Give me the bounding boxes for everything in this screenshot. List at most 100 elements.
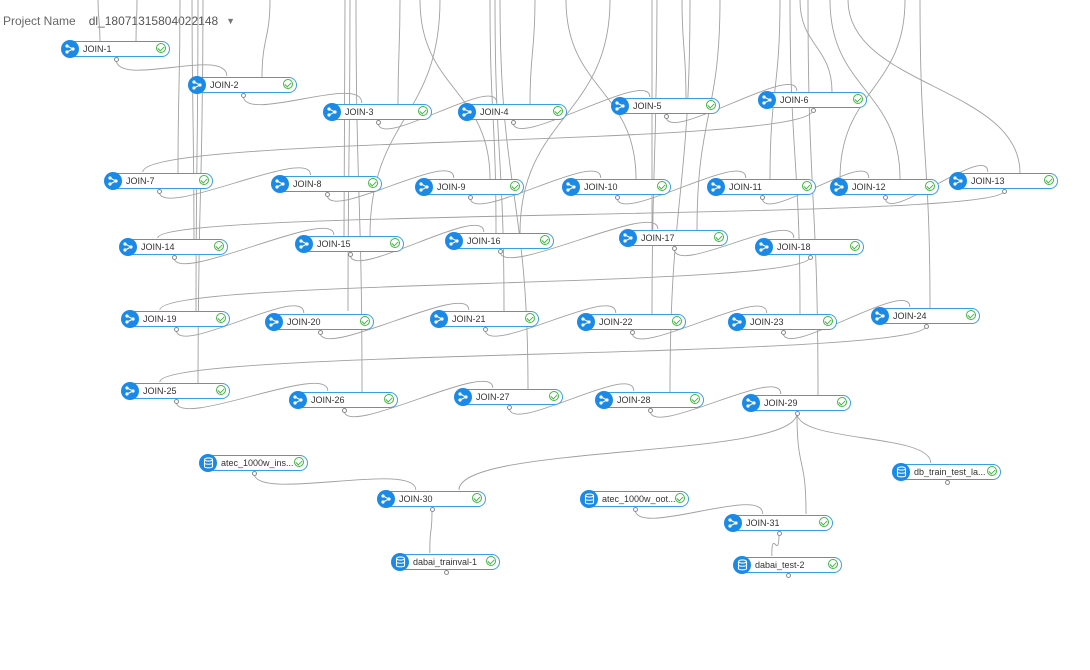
project-name-label: Project Name	[3, 14, 76, 28]
output-port[interactable]	[157, 189, 162, 194]
node-dabai-test-2[interactable]: dabai_test-2	[733, 556, 842, 578]
output-port[interactable]	[1002, 189, 1007, 194]
output-port[interactable]	[252, 471, 257, 476]
output-port[interactable]	[468, 195, 473, 200]
node-join-27[interactable]: JOIN-27	[454, 388, 563, 410]
output-port[interactable]	[760, 195, 765, 200]
output-port[interactable]	[883, 195, 888, 200]
output-port[interactable]	[430, 507, 435, 512]
node-join-28[interactable]: JOIN-28	[595, 391, 704, 413]
check-circle-icon	[156, 43, 166, 53]
join-component-icon	[758, 91, 776, 109]
output-port[interactable]	[348, 252, 353, 257]
node-label: JOIN-11	[729, 182, 762, 192]
output-port[interactable]	[507, 405, 512, 410]
node-join-3[interactable]: JOIN-3	[323, 103, 432, 125]
output-port[interactable]	[648, 408, 653, 413]
node-join-2[interactable]: JOIN-2	[188, 76, 297, 98]
edge-incoming-24	[769, 0, 781, 180]
node-atec-1000w-oot[interactable]: atec_1000w_oot...	[580, 490, 689, 512]
output-port[interactable]	[781, 330, 786, 335]
node-join-25[interactable]: JOIN-25	[121, 382, 230, 404]
output-port[interactable]	[795, 411, 800, 416]
join-component-icon	[323, 103, 341, 121]
output-port[interactable]	[325, 192, 330, 197]
node-join-15[interactable]: JOIN-15	[295, 235, 404, 257]
caret-down-icon[interactable]: ▼	[226, 16, 236, 26]
database-icon	[199, 454, 217, 472]
node-label: JOIN-29	[764, 398, 798, 408]
output-port[interactable]	[342, 408, 347, 413]
node-dabai-trainval-1[interactable]: dabai_trainval-1	[391, 553, 500, 575]
node-join-1[interactable]: JOIN-1	[61, 40, 170, 62]
output-port[interactable]	[376, 120, 381, 125]
edge-n4-n5	[512, 90, 651, 129]
output-port[interactable]	[511, 120, 516, 125]
output-port[interactable]	[672, 246, 677, 251]
edge-incoming-17	[565, 0, 637, 180]
join-component-icon	[949, 172, 967, 190]
node-join-30[interactable]: JOIN-30	[377, 490, 486, 512]
output-port[interactable]	[483, 327, 488, 332]
output-port[interactable]	[444, 570, 449, 575]
node-join-14[interactable]: JOIN-14	[119, 238, 228, 260]
output-port[interactable]	[945, 480, 950, 485]
output-port[interactable]	[811, 108, 816, 113]
node-label: JOIN-31	[746, 518, 780, 528]
output-port[interactable]	[777, 531, 782, 536]
edge-n22-n23	[631, 305, 768, 340]
check-circle-icon	[657, 181, 667, 191]
node-join-31[interactable]: JOIN-31	[724, 514, 833, 536]
database-icon	[892, 463, 910, 481]
node-join-20[interactable]: JOIN-20	[265, 313, 374, 335]
node-join-17[interactable]: JOIN-17	[619, 229, 728, 251]
output-port[interactable]	[924, 324, 929, 329]
node-join-22[interactable]: JOIN-22	[577, 313, 686, 335]
node-join-4[interactable]: JOIN-4	[458, 103, 567, 125]
node-join-8[interactable]: JOIN-8	[271, 175, 382, 197]
check-circle-icon	[853, 94, 863, 104]
node-join-23[interactable]: JOIN-23	[728, 313, 837, 335]
output-port[interactable]	[664, 114, 669, 119]
output-port[interactable]	[630, 330, 635, 335]
node-join-7[interactable]: JOIN-7	[104, 172, 213, 194]
node-join-12[interactable]: JOIN-12	[830, 178, 939, 200]
node-join-9[interactable]: JOIN-9	[415, 178, 524, 200]
project-name-value[interactable]: dl_18071315804022148	[88, 14, 219, 28]
node-join-19[interactable]: JOIN-19	[121, 310, 230, 332]
node-join-6[interactable]: JOIN-6	[758, 91, 867, 113]
node-join-18[interactable]: JOIN-18	[755, 238, 864, 260]
output-port[interactable]	[174, 327, 179, 332]
node-join-29[interactable]: JOIN-29	[742, 394, 851, 416]
output-port[interactable]	[498, 249, 503, 254]
output-port[interactable]	[808, 255, 813, 260]
join-component-icon	[755, 238, 773, 256]
output-port[interactable]	[114, 57, 119, 62]
output-port[interactable]	[615, 195, 620, 200]
output-port[interactable]	[318, 330, 323, 335]
node-join-26[interactable]: JOIN-26	[289, 391, 398, 413]
check-circle-icon	[690, 394, 700, 404]
node-join-11[interactable]: JOIN-11	[707, 178, 816, 200]
output-port[interactable]	[241, 93, 246, 98]
output-port[interactable]	[174, 399, 179, 404]
check-circle-icon	[283, 79, 293, 89]
join-component-icon	[742, 394, 760, 412]
node-join-13[interactable]: JOIN-13	[949, 172, 1058, 194]
node-label: JOIN-27	[476, 392, 510, 402]
join-component-icon	[188, 76, 206, 94]
node-join-10[interactable]: JOIN-10	[562, 178, 671, 200]
output-port[interactable]	[172, 255, 177, 260]
node-join-16[interactable]: JOIN-16	[445, 232, 554, 254]
node-join-24[interactable]: JOIN-24	[871, 307, 980, 329]
output-port[interactable]	[633, 507, 638, 512]
node-db-train-test-la[interactable]: db_train_test_la...	[892, 463, 1001, 485]
node-label: JOIN-17	[641, 233, 675, 243]
output-port[interactable]	[786, 573, 791, 578]
edge-n8-n9	[326, 170, 455, 202]
node-join-21[interactable]: JOIN-21	[430, 310, 539, 332]
node-join-5[interactable]: JOIN-5	[611, 97, 720, 119]
node-atec-1000w-ins[interactable]: atec_1000w_ins...	[199, 454, 308, 476]
check-circle-icon	[214, 241, 224, 251]
